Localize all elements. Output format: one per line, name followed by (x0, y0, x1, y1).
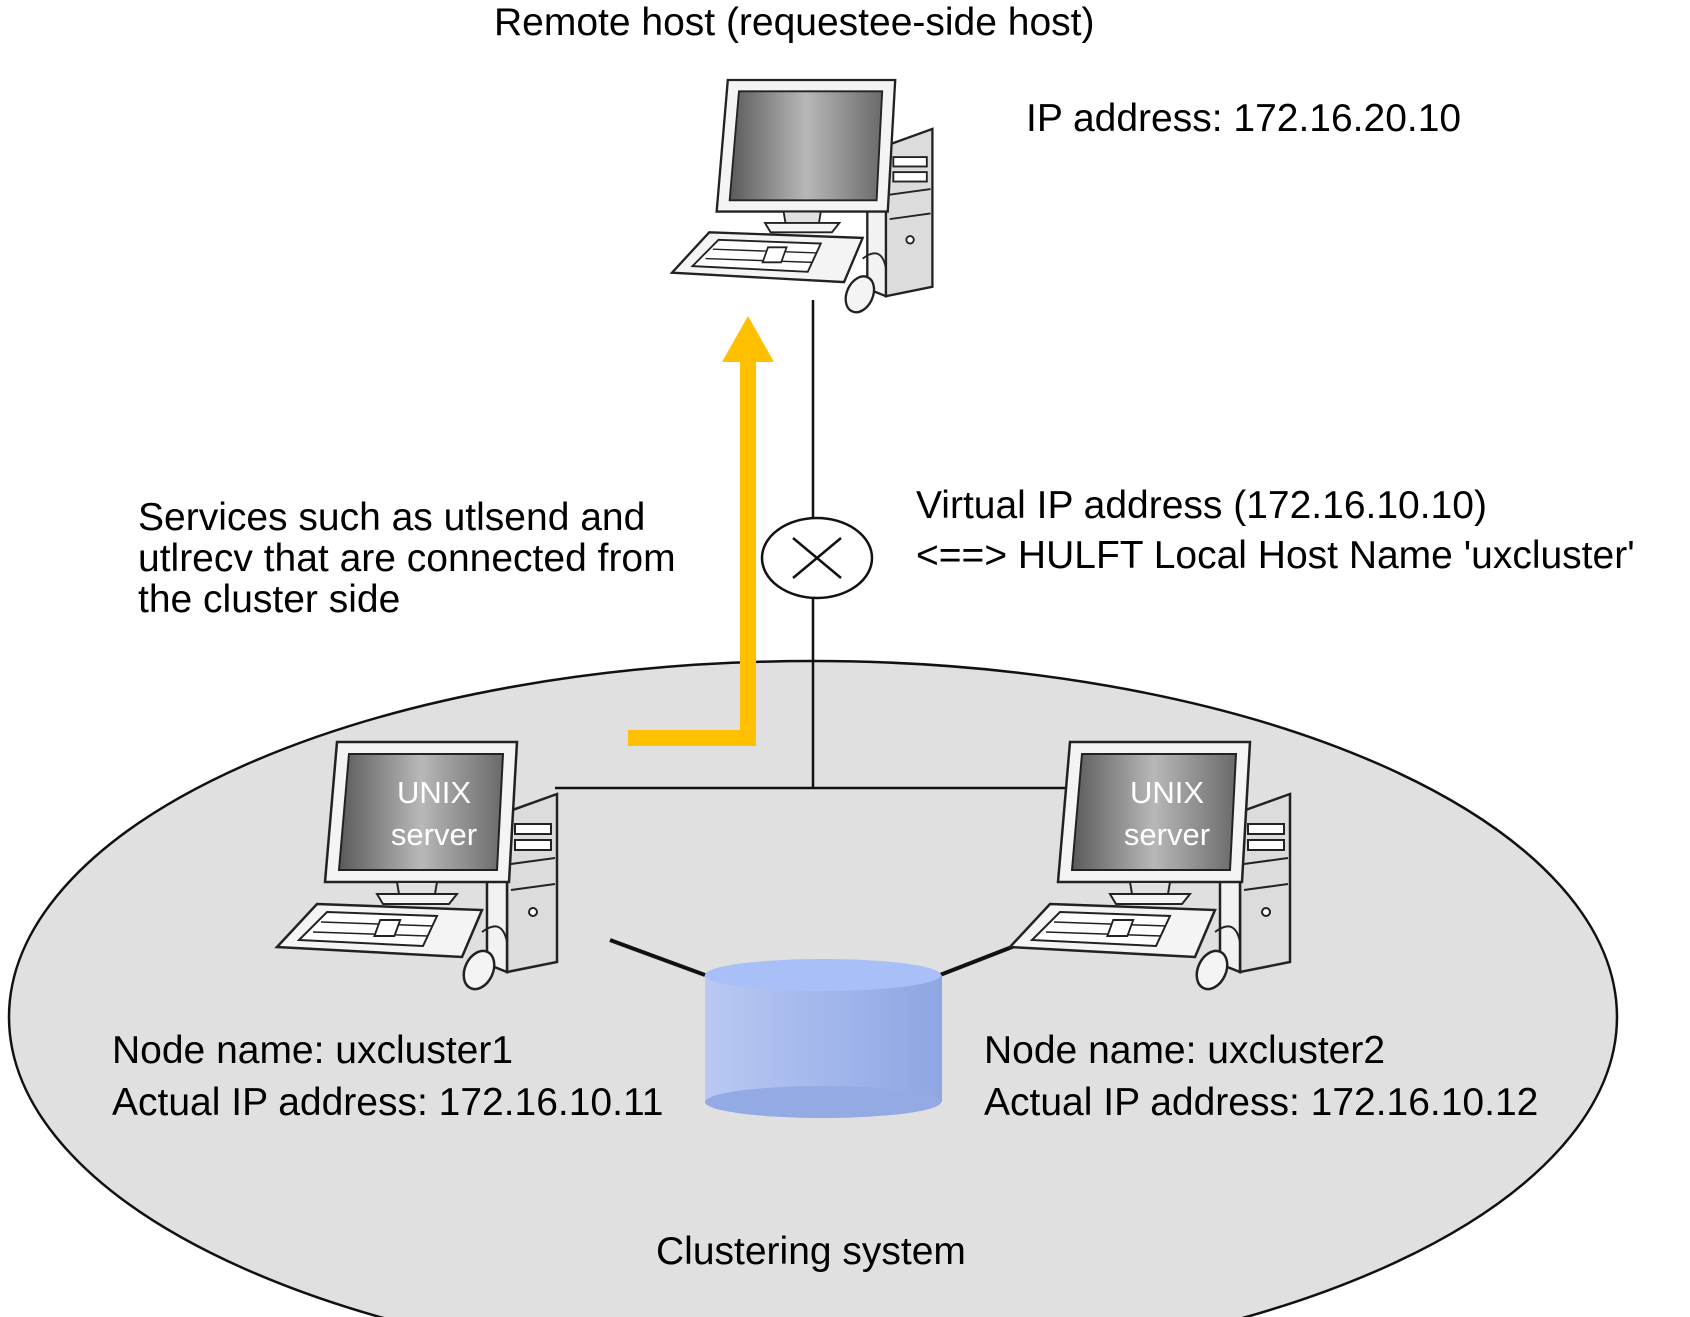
node1-screen-line1: UNIX (396, 775, 472, 810)
node1-name: Node name: uxcluster1 (112, 1029, 514, 1072)
remote-host-ip: IP address: 172.16.20.10 (1026, 97, 1462, 140)
node1-screen-line2: server (390, 817, 478, 852)
services-note-line3: the cluster side (138, 578, 401, 621)
virtual-ip-line1: Virtual IP address (172.16.10.10) (916, 484, 1487, 527)
node2-ip: Actual IP address: 172.16.10.12 (984, 1081, 1539, 1124)
node1-ip: Actual IP address: 172.16.10.11 (112, 1081, 664, 1124)
virtual-ip-line2: <==> HULFT Local Host Name 'uxcluster' (916, 534, 1635, 577)
cluster-label: Clustering system (656, 1230, 966, 1273)
node2-screen-line2: server (1123, 817, 1211, 852)
node1-storage-line (609, 938, 706, 977)
remote-host-computer-icon (670, 78, 934, 319)
services-note-line2: utlrecv that are connected from (138, 537, 676, 580)
node2-screen-line1: UNIX (1129, 775, 1205, 810)
node2-name: Node name: uxcluster2 (984, 1029, 1386, 1072)
remote-host-title: Remote host (requestee-side host) (494, 1, 1095, 44)
services-note-line1: Services such as utlsend and (138, 496, 646, 539)
upward-arrow-icon (628, 316, 774, 746)
router-icon (760, 516, 874, 600)
shared-disk-icon (705, 959, 942, 1118)
